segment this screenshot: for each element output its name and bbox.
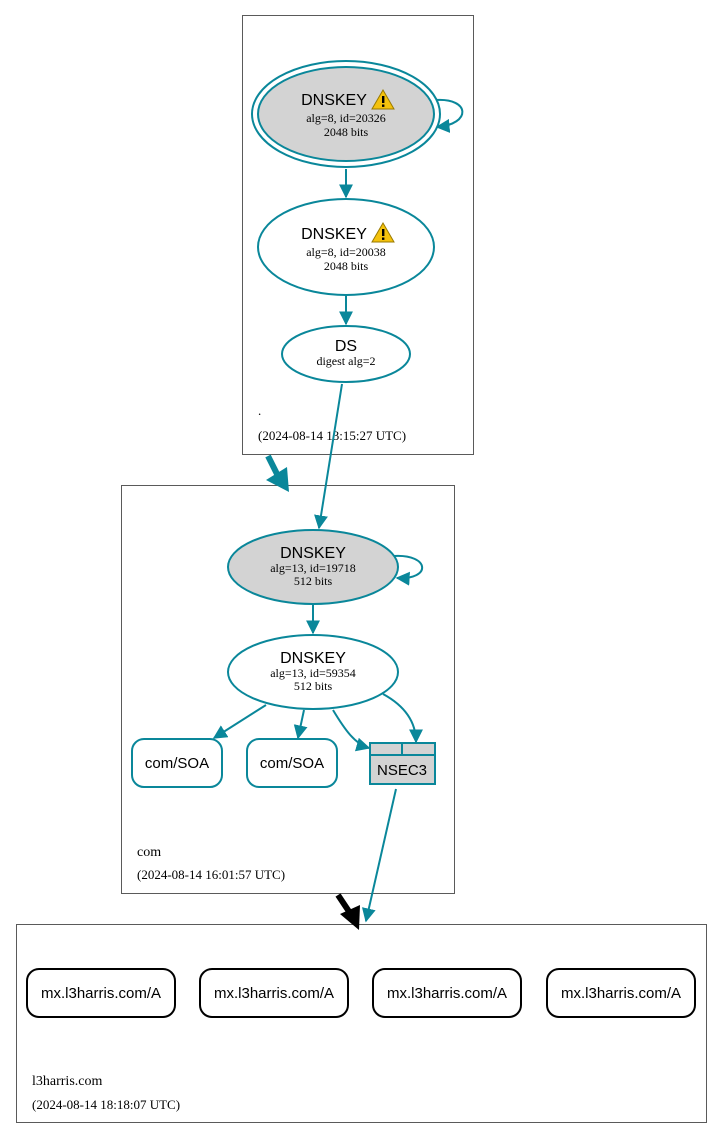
com-zsk-title: DNSKEY xyxy=(280,650,346,667)
mx-record-label-3: mx.l3harris.com/A xyxy=(387,985,507,1002)
zone-com-name: com xyxy=(137,845,161,860)
root-ksk-line1: alg=8, id=20326 xyxy=(306,111,386,125)
zone-l3harris-box xyxy=(16,924,707,1123)
delegation-com-to-l3harris xyxy=(335,893,353,915)
mx-record-label-4: mx.l3harris.com/A xyxy=(561,985,681,1002)
root-ds-node[interactable]: DS digest alg=2 xyxy=(281,325,411,383)
zone-root-name: . xyxy=(258,403,261,418)
com-soa-node-1[interactable]: com/SOA xyxy=(131,738,223,788)
root-ksk-line2: 2048 bits xyxy=(324,125,369,139)
zone-com-timestamp: (2024-08-14 16:01:57 UTC) xyxy=(137,867,285,882)
com-ksk-title: DNSKEY xyxy=(280,545,346,562)
mx-record-label-2: mx.l3harris.com/A xyxy=(214,985,334,1002)
edge-nsec3-to-l3harris xyxy=(361,788,397,923)
root-zsk-line2: 2048 bits xyxy=(324,259,369,273)
com-ksk-line1: alg=13, id=19718 xyxy=(270,561,356,575)
com-ksk-line2: 512 bits xyxy=(294,574,333,588)
mx-record-node-2[interactable]: mx.l3harris.com/A xyxy=(199,968,349,1018)
mx-record-label-1: mx.l3harris.com/A xyxy=(41,985,161,1002)
mx-record-node-1[interactable]: mx.l3harris.com/A xyxy=(26,968,176,1018)
edge-root-ksk-self xyxy=(435,98,464,133)
com-zsk-node[interactable]: DNSKEY alg=13, id=59354 512 bits xyxy=(227,634,399,710)
edge-com-zsk-to-soa1 xyxy=(212,704,267,739)
com-soa-label-1: com/SOA xyxy=(145,755,209,772)
com-soa-label-2: com/SOA xyxy=(260,755,324,772)
edge-com-zsk-to-soa2 xyxy=(293,709,308,740)
delegation-root-to-com-head xyxy=(266,467,289,492)
zone-l3harris-timestamp: (2024-08-14 18:18:07 UTC) xyxy=(32,1097,180,1112)
nsec3-node[interactable]: NSEC3 xyxy=(369,742,436,785)
root-zsk-line1: alg=8, id=20038 xyxy=(306,245,386,259)
delegation-com-to-l3harris-head xyxy=(340,905,360,930)
edge-com-ksk-self xyxy=(393,554,424,586)
zone-root-timestamp: (2024-08-14 13:15:27 UTC) xyxy=(258,428,406,443)
com-zsk-line2: 512 bits xyxy=(294,679,333,693)
com-ksk-node[interactable]: DNSKEY alg=13, id=19718 512 bits xyxy=(227,529,399,605)
root-ksk-node[interactable]: DNSKEY alg=8, id=20326 2048 bits xyxy=(251,60,441,168)
root-ksk-title: DNSKEY xyxy=(301,92,367,109)
warning-icon xyxy=(371,89,395,110)
mx-record-node-4[interactable]: mx.l3harris.com/A xyxy=(546,968,696,1018)
zone-l3harris-name: l3harris.com xyxy=(32,1074,102,1089)
com-soa-node-2[interactable]: com/SOA xyxy=(246,738,338,788)
com-zsk-line1: alg=13, id=59354 xyxy=(270,666,356,680)
edge-com-zsk-to-nsec3-a xyxy=(332,709,371,752)
nsec3-label: NSEC3 xyxy=(377,762,427,779)
root-zsk-title: DNSKEY xyxy=(301,226,367,243)
edge-com-zsk-to-nsec3-b xyxy=(382,693,423,744)
mx-record-node-3[interactable]: mx.l3harris.com/A xyxy=(372,968,522,1018)
root-ds-line1: digest alg=2 xyxy=(316,354,375,368)
root-zsk-node[interactable]: DNSKEY alg=8, id=20038 2048 bits xyxy=(257,198,435,296)
warning-icon xyxy=(371,222,395,243)
root-ds-title: DS xyxy=(335,338,357,355)
edge-ds-to-com-ksk xyxy=(314,383,343,530)
